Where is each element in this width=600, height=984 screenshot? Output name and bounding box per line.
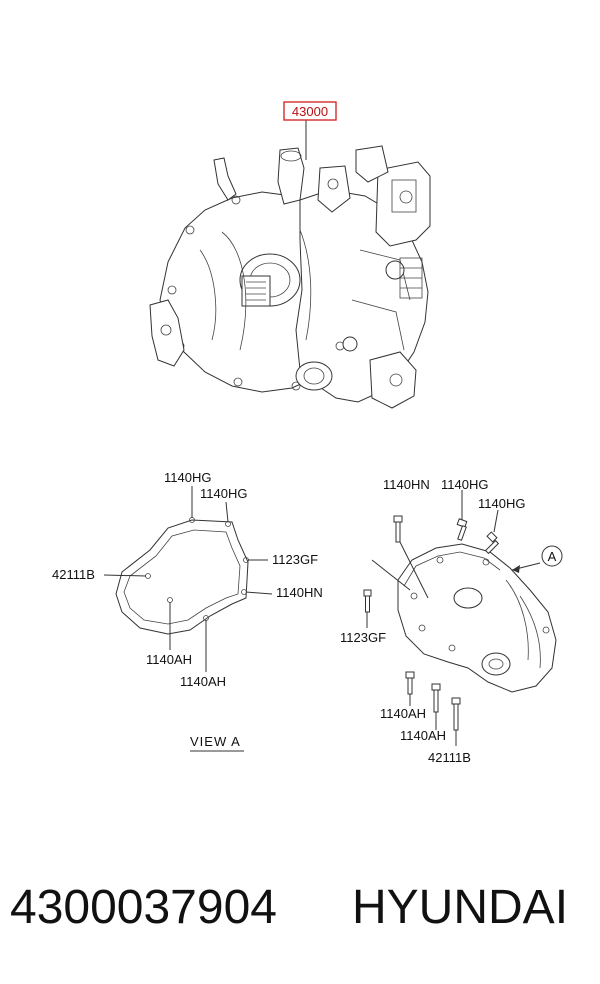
label-1140hn-b[interactable]: 1140HN bbox=[383, 477, 430, 492]
view-a-title: VIEW A bbox=[190, 734, 241, 749]
label-1140ah-b1[interactable]: 1140AH bbox=[380, 706, 426, 721]
label-1140hg-b1[interactable]: 1140HG bbox=[441, 477, 488, 492]
footer-brand: HYUNDAI bbox=[352, 881, 569, 934]
exploded-housing-drawing bbox=[397, 543, 557, 693]
label-1140ah-b2[interactable]: 1140AH bbox=[400, 728, 446, 743]
callout-a-circle bbox=[541, 545, 563, 567]
label-1140ah-a1[interactable]: 1140AH bbox=[146, 652, 192, 667]
view-a-gasket-drawing bbox=[115, 517, 249, 635]
transaxle-assembly-drawing bbox=[149, 145, 431, 409]
exploded-leaders bbox=[366, 490, 541, 746]
part-ref-43000[interactable]: 43000 bbox=[292, 104, 328, 119]
view-a-leaders bbox=[103, 486, 273, 672]
label-1123gf-a[interactable]: 1123GF bbox=[272, 552, 318, 567]
label-1140hn-a[interactable]: 1140HN bbox=[276, 585, 323, 600]
label-42111b-b[interactable]: 42111B bbox=[428, 750, 471, 765]
label-1140hg-a1[interactable]: 1140HG bbox=[164, 470, 211, 485]
callout-a-letter[interactable]: A bbox=[548, 549, 557, 564]
label-1140hg-a2[interactable]: 1140HG bbox=[200, 486, 247, 501]
part-ref-highlight-box bbox=[283, 101, 337, 121]
label-42111b-a[interactable]: 42111B bbox=[52, 567, 95, 582]
label-1123gf-b[interactable]: 1123GF bbox=[340, 630, 386, 645]
label-1140hg-b2[interactable]: 1140HG bbox=[478, 496, 525, 511]
footer-part-number: 4300037904 bbox=[10, 881, 277, 934]
label-1140ah-a2[interactable]: 1140AH bbox=[180, 674, 226, 689]
exploded-bolts bbox=[363, 515, 500, 731]
